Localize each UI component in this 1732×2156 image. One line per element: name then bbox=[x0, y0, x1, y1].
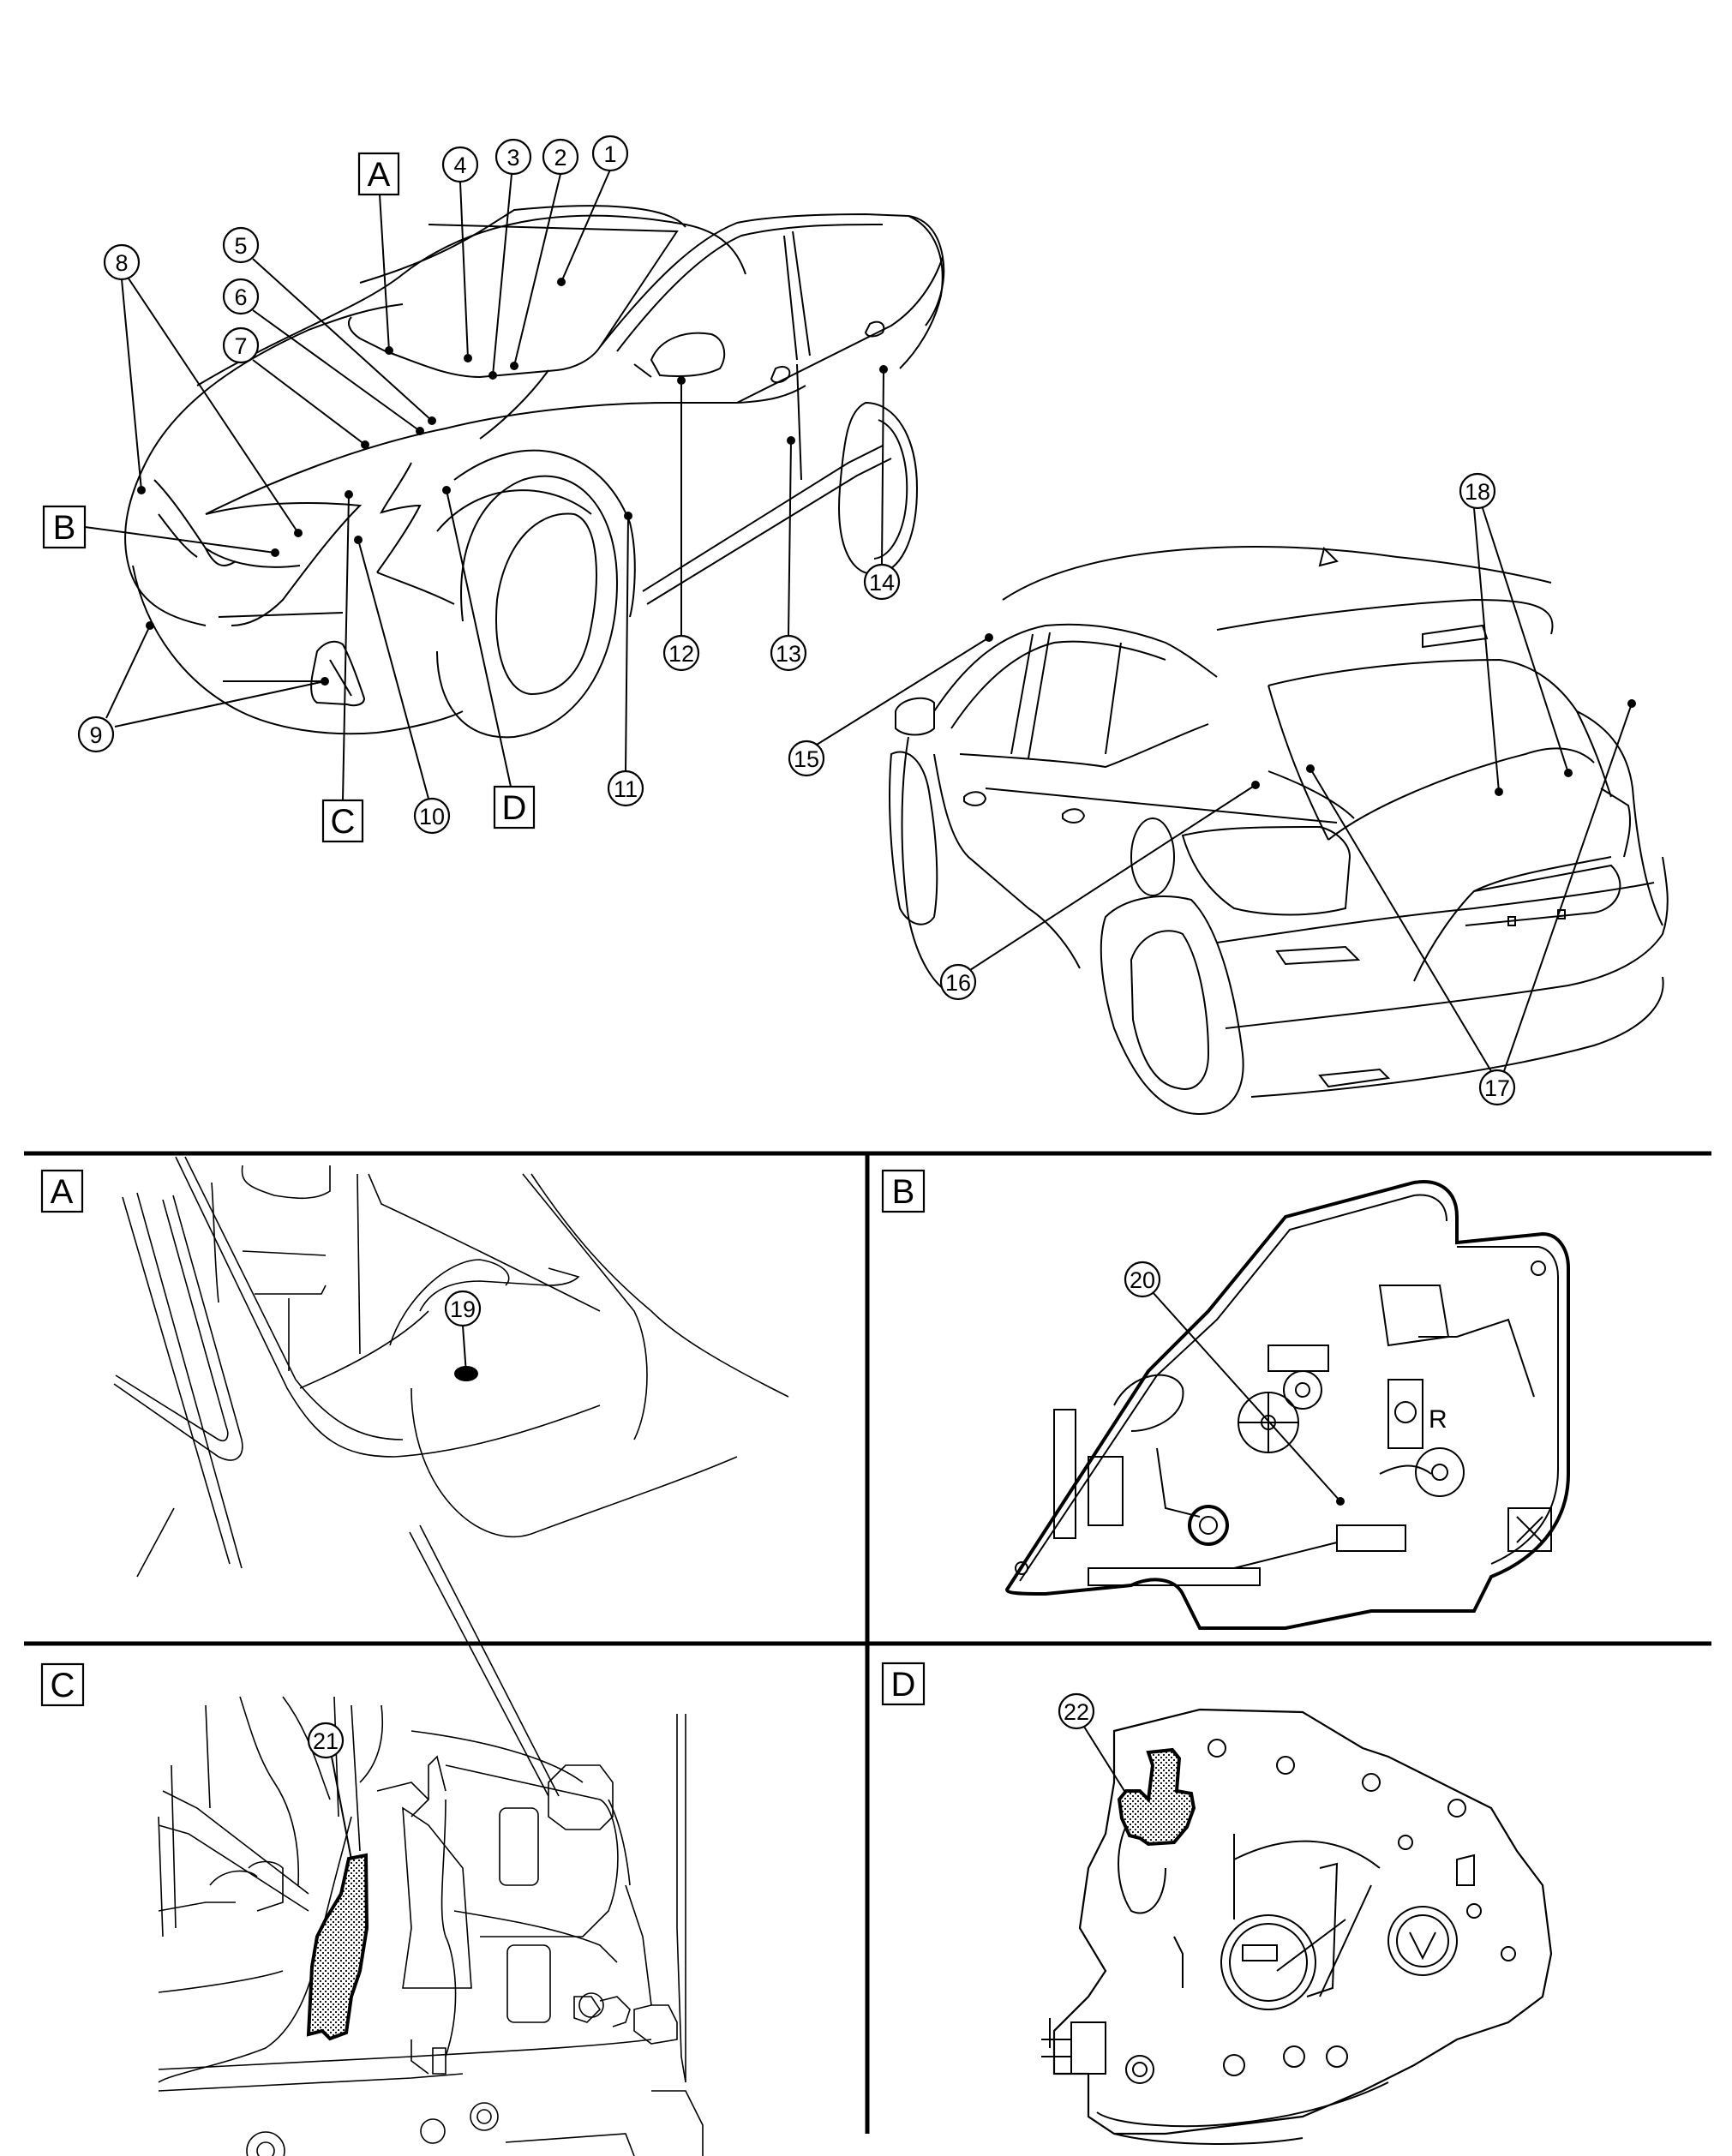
ref-box-A: A bbox=[357, 152, 400, 196]
front-vehicle-drawing bbox=[124, 205, 945, 739]
ref-box-C: C bbox=[321, 799, 364, 843]
svg-text:21: 21 bbox=[313, 1728, 339, 1754]
svg-text:6: 6 bbox=[234, 284, 247, 310]
svg-text:10: 10 bbox=[419, 804, 445, 829]
part-22-highlight bbox=[1117, 1747, 1196, 1847]
svg-text:B: B bbox=[892, 1173, 915, 1211]
svg-text:15: 15 bbox=[794, 746, 819, 772]
svg-text:16: 16 bbox=[945, 970, 971, 996]
svg-text:19: 19 bbox=[450, 1297, 476, 1322]
svg-text:13: 13 bbox=[776, 641, 801, 667]
callout-6: 6 bbox=[222, 278, 260, 315]
headlamp-assembly: R bbox=[1004, 1180, 1570, 1630]
detail-panel-B: B bbox=[881, 1169, 1570, 1630]
svg-text:18: 18 bbox=[1465, 479, 1490, 505]
svg-text:9: 9 bbox=[89, 722, 102, 748]
callout-2: 2 bbox=[542, 138, 579, 176]
svg-text:11: 11 bbox=[614, 776, 638, 802]
svg-text:D: D bbox=[502, 789, 527, 827]
svg-text:14: 14 bbox=[869, 570, 895, 596]
rear-vehicle-drawing bbox=[889, 546, 1669, 1116]
callout-19: 19 bbox=[444, 1290, 482, 1327]
detail-panel-D: D bbox=[881, 1662, 1553, 2145]
svg-text:B: B bbox=[53, 509, 76, 547]
svg-text:8: 8 bbox=[115, 250, 128, 276]
svg-text:A: A bbox=[368, 156, 391, 194]
callout-4: 4 bbox=[441, 146, 479, 183]
callout-11: 11 bbox=[607, 770, 644, 807]
svg-text:3: 3 bbox=[506, 145, 519, 171]
callout-9: 9 bbox=[77, 716, 115, 753]
detail-panel-A: A 19 bbox=[40, 1156, 789, 1797]
svg-text:5: 5 bbox=[234, 233, 247, 259]
callout-12: 12 bbox=[662, 634, 700, 672]
svg-text:A: A bbox=[51, 1173, 74, 1211]
callout-15: 15 bbox=[788, 740, 825, 777]
svg-text:2: 2 bbox=[554, 145, 566, 171]
panel-label-D: D bbox=[881, 1662, 926, 1706]
callout-18: 18 bbox=[1459, 472, 1496, 510]
svg-text:12: 12 bbox=[668, 641, 694, 667]
svg-text:4: 4 bbox=[453, 153, 466, 178]
leader-lines-upper bbox=[84, 169, 1633, 1072]
detail-panel-C: C bbox=[40, 1662, 704, 2156]
callout-20: 20 bbox=[1124, 1261, 1161, 1298]
ref-box-B: B bbox=[42, 505, 87, 549]
part-21-highlight bbox=[306, 1853, 369, 2041]
callout-7: 7 bbox=[222, 326, 260, 364]
svg-text:22: 22 bbox=[1064, 1699, 1089, 1725]
callout-3: 3 bbox=[494, 138, 532, 176]
panel-label-B: B bbox=[881, 1169, 926, 1213]
callout-10: 10 bbox=[413, 797, 451, 835]
callout-13: 13 bbox=[770, 634, 807, 672]
svg-text:20: 20 bbox=[1130, 1267, 1155, 1293]
svg-text:D: D bbox=[891, 1666, 916, 1704]
ref-box-D: D bbox=[493, 785, 536, 829]
svg-text:1: 1 bbox=[603, 141, 616, 167]
callout-22: 22 bbox=[1058, 1692, 1095, 1730]
callout-5: 5 bbox=[222, 226, 260, 264]
svg-text:7: 7 bbox=[234, 333, 247, 359]
svg-text:17: 17 bbox=[1484, 1075, 1510, 1101]
leader-dots-upper bbox=[137, 278, 1636, 796]
svg-text:C: C bbox=[51, 1667, 75, 1704]
callout-16: 16 bbox=[939, 963, 977, 1001]
callout-14: 14 bbox=[863, 563, 901, 601]
panel-label-A: A bbox=[40, 1169, 84, 1213]
panel-label-C: C bbox=[40, 1662, 85, 1707]
transaxle-assembly bbox=[1041, 1708, 1553, 2145]
callout-21: 21 bbox=[307, 1722, 345, 1759]
svg-text:C: C bbox=[331, 803, 356, 841]
headlamp-side-marking: R bbox=[1429, 1405, 1447, 1434]
callout-8: 8 bbox=[103, 243, 141, 281]
panel-grid bbox=[24, 1151, 1711, 2134]
callout-17: 17 bbox=[1478, 1069, 1516, 1106]
callout-1: 1 bbox=[591, 135, 629, 172]
